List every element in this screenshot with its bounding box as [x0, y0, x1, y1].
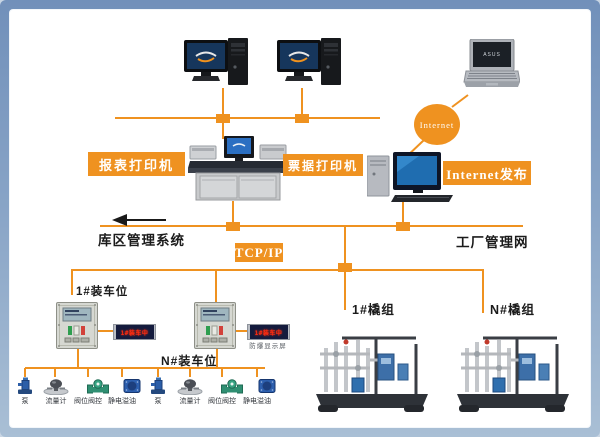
ticket-printer-label: 票据打印机	[283, 154, 363, 176]
factory-net-label: 工厂管理网	[456, 235, 529, 250]
pump-icon-2	[151, 377, 165, 394]
device-label-flowmeter-1: 流量计	[45, 398, 67, 405]
led-text-1: 1#装车中	[120, 329, 149, 337]
internet-publish-label: Internet发布	[443, 161, 531, 185]
diagram-canvas: ASUS Internet 报表打印机 票据打印机	[10, 10, 590, 427]
pump-icon-1	[18, 377, 32, 394]
device-label-flowmeter-2: 流量计	[179, 398, 201, 405]
device-label-pump-2: 泵	[154, 398, 162, 405]
bay-n-label: N#装车位	[161, 354, 218, 368]
skid-n-label: N#橇组	[490, 303, 535, 317]
valve-icon-1	[87, 379, 109, 394]
internet-node: Internet	[414, 104, 460, 145]
device-label-static-1: 静电溢油	[108, 398, 136, 405]
left-arrow-icon	[112, 214, 166, 226]
depot-system-label: 库区管理系统	[98, 233, 185, 248]
internet-label: Internet	[419, 119, 455, 130]
control-cabinet-1	[56, 302, 98, 349]
device-label-static-2: 静电溢油	[243, 398, 271, 405]
report-printer-label: 报表打印机	[88, 152, 185, 176]
junction-nodes	[216, 114, 410, 272]
skid-1-label: 1#橇组	[352, 303, 395, 317]
skid-unit-1	[316, 336, 428, 412]
skid-unit-n	[457, 336, 569, 412]
device-label-pump-1: 泵	[21, 398, 29, 405]
device-label-valve-2: 阀位阀控	[208, 398, 236, 405]
laptop-logo-text: ASUS	[483, 52, 501, 58]
desktop-pc-icon-2	[277, 38, 341, 85]
device-label-valve-1: 阀位阀控	[74, 398, 102, 405]
flow-meter-icon-1	[43, 379, 69, 395]
valve-icon-2	[221, 379, 243, 394]
tcpip-label: TCP/IP	[235, 243, 283, 262]
control-cabinet-2	[194, 302, 236, 349]
flow-meter-icon-2	[177, 379, 203, 395]
management-desktop-icon	[367, 152, 453, 202]
bay-1-label: 1#装车位	[76, 286, 129, 298]
laptop-icon: ASUS	[463, 39, 520, 87]
console-workstation-icon	[188, 136, 288, 201]
explosion-proof-caption: 防爆显示屏	[249, 343, 287, 350]
desktop-pc-icon-1	[184, 38, 248, 85]
led-display-1: 1#装车中	[113, 324, 156, 340]
static-grounding-icon-2	[258, 379, 276, 393]
static-grounding-icon-1	[123, 379, 141, 393]
led-text-2: 1#装车中	[254, 329, 283, 337]
led-display-2: 1#装车中	[247, 324, 290, 340]
